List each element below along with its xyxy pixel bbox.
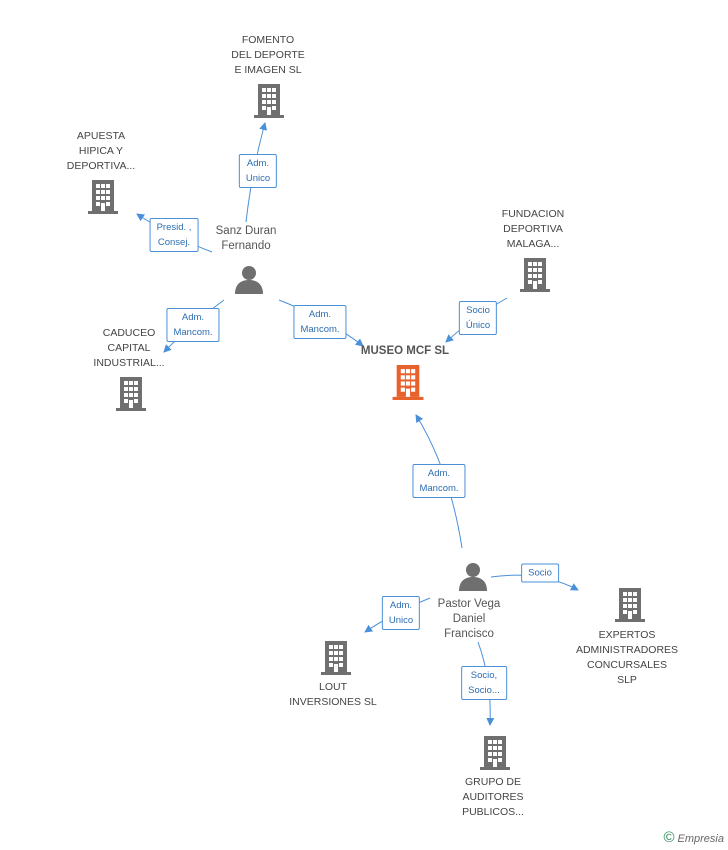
node-label-fomento[interactable]: FOMENTO DEL DEPORTE E IMAGEN SL (231, 34, 305, 76)
edge-label-fundacion-museo: Socio Único (458, 301, 498, 335)
building-icon[interactable] (254, 84, 284, 118)
edge-label-pastor-grupo: Socio, Socio... (461, 666, 507, 700)
building-icon[interactable] (520, 258, 550, 292)
building-icon[interactable] (480, 736, 510, 770)
brand-name: Empresia (677, 833, 724, 845)
person-icon[interactable] (458, 561, 488, 591)
edge-label-sanz-caduceo: Adm. Mancom. (166, 308, 220, 342)
node-label-museo[interactable]: MUSEO MCF SL (360, 345, 450, 357)
building-icon[interactable] (116, 377, 146, 411)
node-label-expertos[interactable]: EXPERTOS ADMINISTRADORES CONCURSALES SLP (575, 629, 679, 686)
edge-label-pastor-expertos: Socio (521, 563, 559, 583)
node-label-grupo[interactable]: GRUPO DE AUDITORES PUBLICOS... (462, 776, 524, 818)
node-label-sanz[interactable]: Sanz Duran Fernando (215, 225, 277, 252)
edge-label-sanz-museo: Adm. Mancom. (293, 305, 347, 339)
person-icon[interactable] (234, 264, 264, 294)
node-label-lout[interactable]: LOUT INVERSIONES SL (289, 681, 377, 708)
node-label-fundacion[interactable]: FUNDACION DEPORTIVA MALAGA... (501, 208, 565, 250)
edge-label-pastor-museo: Adm. Mancom. (412, 464, 466, 498)
footer-brand[interactable]: ©Empresia (663, 829, 724, 846)
building-icon[interactable] (615, 588, 645, 622)
node-label-caduceo[interactable]: CADUCEO CAPITAL INDUSTRIAL... (93, 327, 165, 369)
main-building-icon[interactable] (392, 365, 424, 400)
edge-label-pastor-lout: Adm. Unico (381, 596, 421, 630)
edge-label-sanz-fomento: Adm. Unico (238, 154, 278, 188)
edge-label-sanz-apuesta: Presid. , Consej. (149, 218, 199, 252)
node-label-pastor[interactable]: Pastor Vega Daniel Francisco (437, 598, 501, 640)
building-icon[interactable] (88, 180, 118, 214)
copyright-icon: © (663, 829, 675, 846)
building-icon[interactable] (321, 641, 351, 675)
node-label-apuesta[interactable]: APUESTA HIPICA Y DEPORTIVA... (66, 130, 136, 172)
